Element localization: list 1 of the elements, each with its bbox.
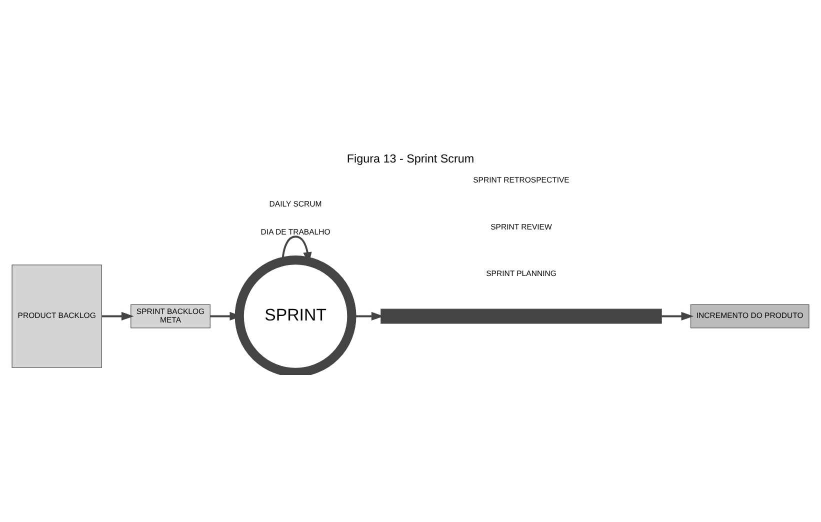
diagram-title: Figura 13 - Sprint Scrum xyxy=(346,152,474,166)
